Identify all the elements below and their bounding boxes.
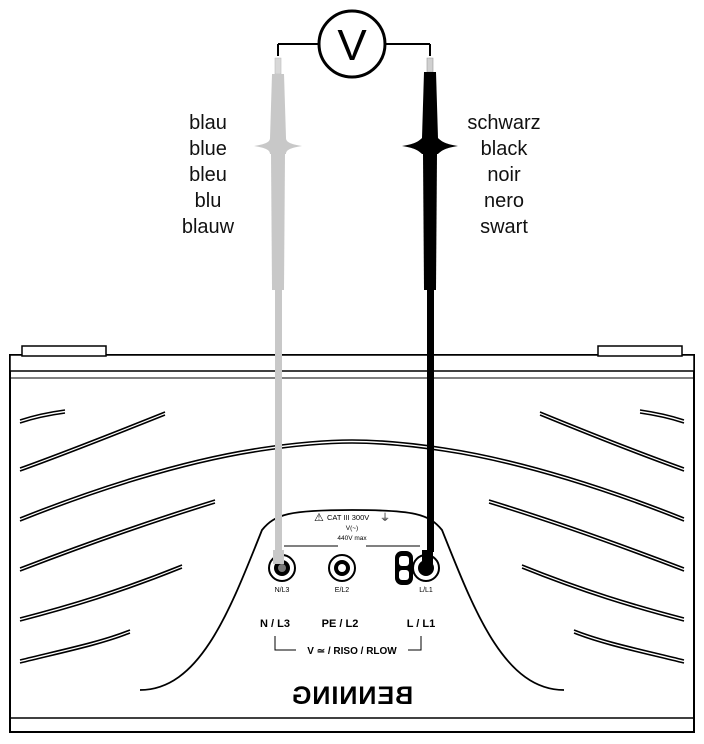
blue-label-fr: bleu xyxy=(189,164,227,186)
voltage-rating-1: V(~) xyxy=(346,525,358,532)
blue-label-de: blau xyxy=(189,112,227,134)
blue-test-lead xyxy=(254,57,302,564)
terminal-panel xyxy=(139,509,565,691)
terminal-label-pel2: PE / L2 xyxy=(322,618,359,630)
black-label-de: schwarz xyxy=(467,112,541,134)
jack-label-nl3: N/L3 xyxy=(275,587,290,594)
jack-label-ll1: L/L1 xyxy=(419,587,433,594)
black-test-lead xyxy=(402,57,458,564)
blue-label-it: blu xyxy=(194,190,222,212)
terminal-labels: N / L3 PE / L2 L / L1 V ≃ / RISO / RLOW xyxy=(260,618,435,657)
brand-logo: BENNING xyxy=(291,682,413,710)
warning-icon: ⚠ xyxy=(314,512,324,524)
decorative-grooves xyxy=(19,409,685,664)
black-label-en: black xyxy=(480,138,528,160)
ground-icon: ⏚ xyxy=(380,512,390,524)
terminal-label-ll1: L / L1 xyxy=(407,618,436,630)
black-label-it: nero xyxy=(483,190,525,212)
jack-el2: E/L2 xyxy=(328,554,356,594)
svg-text:BENNING: BENNING xyxy=(291,682,413,710)
voltmeter-symbol: V xyxy=(337,21,367,70)
black-label-nl: swart xyxy=(480,216,528,238)
rating-block: ⚠ CAT III 300V ⏚ V(~) 440V max xyxy=(284,512,420,547)
cat-rating-text: CAT III 300V xyxy=(327,513,369,522)
voltmeter: V xyxy=(277,9,431,79)
jack-label-el2: E/L2 xyxy=(335,587,350,594)
black-label-fr: noir xyxy=(487,164,521,186)
blue-lead-labels: blau blue bleu blu blauw xyxy=(160,110,256,240)
blue-label-en: blue xyxy=(189,138,227,160)
voltage-rating-2: 440V max xyxy=(337,535,367,542)
function-label: V ≃ / RISO / RLOW xyxy=(307,646,397,657)
blue-label-nl: blauw xyxy=(181,216,235,238)
terminal-label-nl3: N / L3 xyxy=(260,618,290,630)
black-lead-labels: schwarz black noir nero swart xyxy=(448,110,560,240)
